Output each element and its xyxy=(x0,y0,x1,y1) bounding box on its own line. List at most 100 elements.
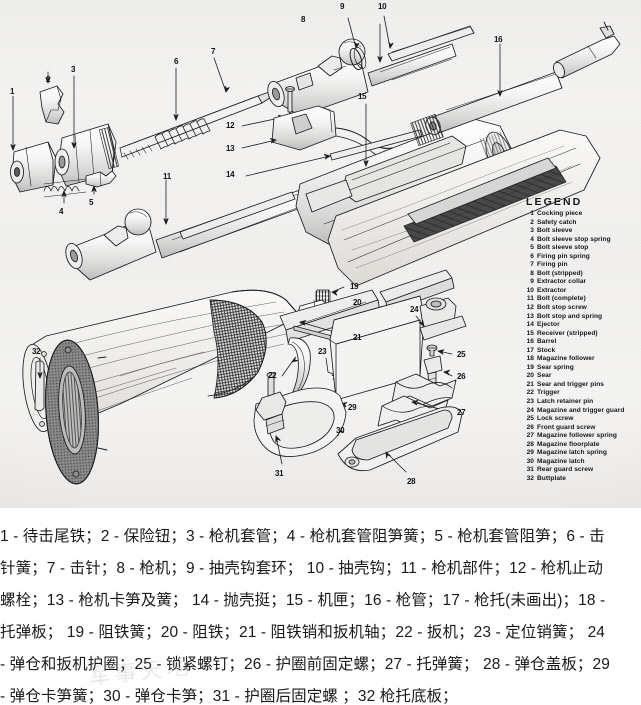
callout-number-32: 32 xyxy=(32,347,41,356)
legend-item-label: Firing pin xyxy=(537,261,568,269)
legend-item-label: Latch retainer pin xyxy=(537,398,594,406)
legend-item-label: Bolt (stripped) xyxy=(537,269,583,277)
legend-item-label: Bolt sleeve stop xyxy=(537,244,589,252)
callout-number-22: 22 xyxy=(268,371,277,380)
legend-item-label: Sear spring xyxy=(537,363,574,371)
caption-line-2: 针簧；7 - 击针；8 - 枪机；9 - 抽壳钩套环； 10 - 抽壳钩；11 … xyxy=(0,560,603,577)
legend-item-label: Magazine floorplate xyxy=(537,440,600,448)
caption-line-5: - 弹仓和扳机护圈；25 - 锁紧螺钉；26 - 护圈前固定螺；27 - 托弹簧… xyxy=(0,656,610,673)
legend-item-number: 23 xyxy=(526,398,534,406)
callout-number-16: 16 xyxy=(494,35,503,44)
legend-item-number: 14 xyxy=(526,321,534,329)
callout-number-23: 23 xyxy=(318,347,327,356)
legend-item-number: 3 xyxy=(530,227,534,235)
legend-item-label: Ejector xyxy=(537,321,560,329)
legend-item-label: Bolt stop and spring xyxy=(537,312,603,320)
legend-item-label: Magazine latch xyxy=(537,457,585,465)
callout-number-2: 2 xyxy=(46,75,51,84)
legend-item-number: 25 xyxy=(526,415,534,423)
legend-item-number: 5 xyxy=(530,244,534,252)
legend-item-number: 32 xyxy=(526,474,534,482)
legend-item-number: 22 xyxy=(526,389,534,397)
callout-number-10: 10 xyxy=(378,2,387,11)
callout-number-5: 5 xyxy=(89,198,94,207)
callout-number-27: 27 xyxy=(457,408,466,417)
legend-item-number: 30 xyxy=(526,457,534,465)
callout-number-9: 9 xyxy=(340,2,345,11)
callout-number-19: 19 xyxy=(350,282,359,291)
legend-item-number: 6 xyxy=(530,252,534,260)
callout-number-8: 8 xyxy=(301,15,306,24)
callout-number-4: 4 xyxy=(59,207,64,216)
legend-item-number: 20 xyxy=(526,372,534,380)
legend-item-number: 15 xyxy=(526,329,534,337)
callout-number-1: 1 xyxy=(10,87,15,96)
legend-item-number: 8 xyxy=(530,269,534,277)
legend-item-label: Magazine follower spring xyxy=(537,432,617,440)
legend-item-label: Buttplate xyxy=(537,474,567,482)
chinese-caption-block: 1 - 待击尾铁；2 - 保险钮；3 - 枪机套管；4 - 枪机套管阻笋簧；5 … xyxy=(0,508,641,705)
legend-item-number: 31 xyxy=(526,466,534,474)
legend-item-number: 13 xyxy=(526,312,534,320)
legend-item-number: 29 xyxy=(526,449,534,457)
callout-number-3: 3 xyxy=(71,65,76,74)
legend-item-label: Cocking piece xyxy=(537,210,583,217)
caption-line-4: 托弹板； 19 - 阻铁簧；20 - 阻铁；21 - 阻铁销和扳机轴；22 - … xyxy=(0,624,606,641)
legend-item-number: 12 xyxy=(526,304,534,312)
legend-item-label: Bolt stop screw xyxy=(537,304,587,312)
callout-number-28: 28 xyxy=(407,477,416,486)
callout-number-30: 30 xyxy=(336,426,345,435)
legend-title: LEGEND xyxy=(526,196,583,208)
rifle-exploded-drawing xyxy=(10,15,621,485)
callout-number-29: 29 xyxy=(348,403,357,412)
callout-number-14: 14 xyxy=(226,170,235,179)
legend-item-label: Firing pin spring xyxy=(537,252,590,260)
callout-number-13: 13 xyxy=(226,144,235,153)
legend-item-number: 26 xyxy=(526,423,534,431)
legend-item-label: Receiver (stripped) xyxy=(537,329,598,337)
caption-line-6: - 弹仓卡笋簧；30 - 弹仓卡笋；31 - 护圈后固定螺 ；32 枪托底板； xyxy=(0,688,458,705)
legend-item-number: 17 xyxy=(526,346,534,354)
legend-item-number: 7 xyxy=(530,261,534,269)
callout-number-26: 26 xyxy=(457,372,466,381)
legend-item-number: 2 xyxy=(530,218,534,226)
legend-item-label: Extractor xyxy=(537,286,567,294)
legend-item-label: Rear guard screw xyxy=(537,466,594,474)
legend-item-label: Bolt sleeve xyxy=(537,227,573,235)
callout-number-11: 11 xyxy=(163,172,171,181)
caption-line-1: 1 - 待击尾铁；2 - 保险钮；3 - 枪机套管；4 - 枪机套管阻笋簧；5 … xyxy=(0,528,605,545)
legend-item-number: 28 xyxy=(526,440,534,448)
legend-item-number: 1 xyxy=(530,210,534,217)
callout-number-24: 24 xyxy=(410,305,419,314)
